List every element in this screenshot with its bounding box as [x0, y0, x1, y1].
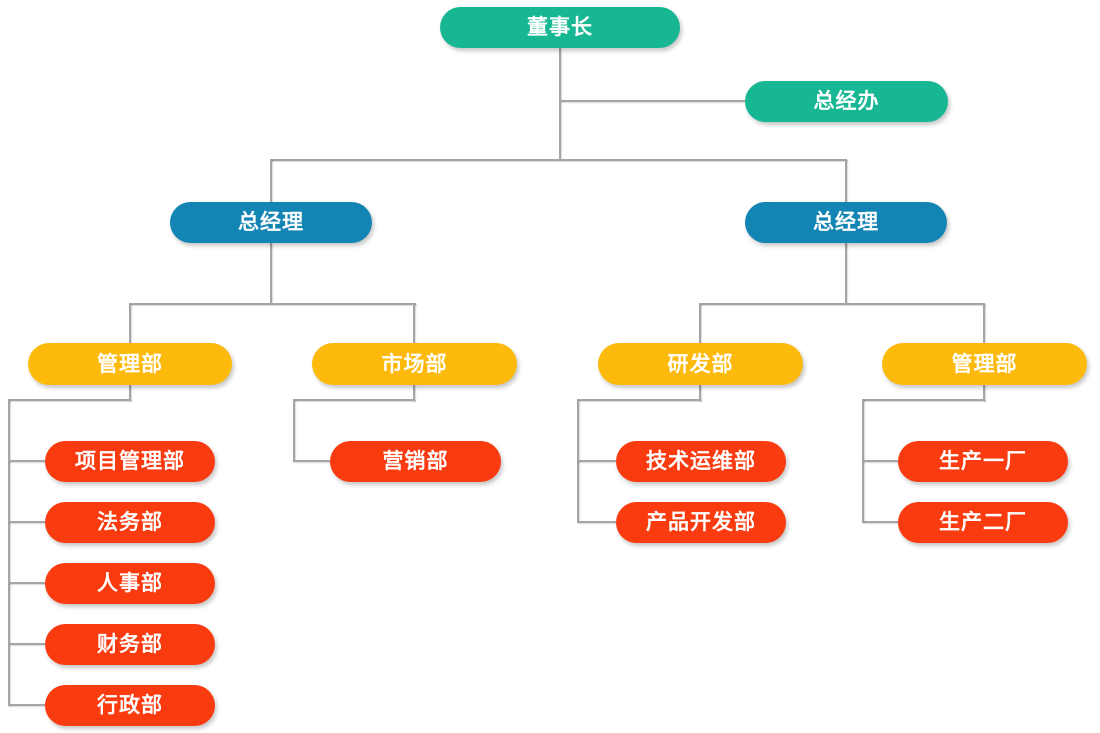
node-dept-mgmt-right-label: 管理部: [951, 351, 1018, 376]
connector-gm-right-stem: [845, 243, 847, 304]
connector-mgmt-right-stem: [983, 385, 985, 401]
connector-gm-left-drop: [270, 159, 272, 202]
node-plant1[interactable]: 生产一厂: [898, 441, 1068, 482]
connector-mgmt-left-rail: [8, 399, 10, 706]
connector-mgmt-left-elbow: [8, 399, 131, 401]
node-tech-ops[interactable]: 技术运维部: [616, 441, 786, 482]
node-admin-label: 行政部: [97, 693, 163, 717]
connector-mgmt-right-elbow: [862, 399, 985, 401]
connector-dept-mgmt-left-drop: [129, 303, 131, 343]
connector-market-elbow: [293, 399, 415, 401]
node-gm-right-label: 总经理: [813, 210, 879, 234]
node-gm-office[interactable]: 总经办: [745, 81, 948, 122]
connector-hr-stub: [8, 582, 45, 584]
node-dept-mgmt-right[interactable]: 管理部: [882, 343, 1087, 385]
node-dept-rd-label: 研发部: [667, 351, 734, 376]
connector-tech-ops-stub: [577, 460, 616, 462]
connector-left-rail: [129, 303, 416, 305]
connector-dept-market-drop: [413, 303, 415, 343]
connector-market-rail: [293, 399, 295, 461]
connector-admin-stub: [8, 704, 45, 706]
connector-product-dev-stub: [577, 521, 616, 523]
node-legal[interactable]: 法务部: [45, 502, 215, 543]
connector-project-mgmt-stub: [8, 460, 45, 462]
connector-mgmt-left-stem: [129, 385, 131, 401]
node-dept-mgmt-left[interactable]: 管理部: [28, 343, 232, 385]
node-marketing[interactable]: 营销部: [330, 441, 501, 482]
connector-legal-stub: [8, 521, 45, 523]
node-finance-label: 财务部: [97, 632, 163, 656]
node-gm-left[interactable]: 总经理: [170, 202, 372, 243]
connector-plant1-stub: [862, 460, 898, 462]
connector-right-rail: [699, 303, 985, 305]
connector-plant2-stub: [862, 521, 898, 523]
node-gm-office-label: 总经办: [813, 89, 880, 113]
node-finance[interactable]: 财务部: [45, 624, 215, 665]
node-chairman[interactable]: 董事长: [440, 7, 680, 48]
node-tech-ops-label: 技术运维部: [646, 449, 756, 473]
node-hr-label: 人事部: [97, 571, 163, 595]
node-chairman-label: 董事长: [527, 15, 593, 39]
node-dept-rd[interactable]: 研发部: [598, 343, 803, 385]
node-marketing-label: 营销部: [382, 449, 449, 473]
connector-dept-mgmt-right-drop: [983, 303, 985, 343]
node-product-dev[interactable]: 产品开发部: [616, 502, 786, 543]
connector-gm-left-stem: [270, 243, 272, 304]
node-plant2-label: 生产二厂: [939, 510, 1027, 534]
node-plant1-label: 生产一厂: [939, 449, 1027, 473]
node-hr[interactable]: 人事部: [45, 563, 215, 604]
connector-finance-stub: [8, 643, 45, 645]
node-gm-left-label: 总经理: [238, 210, 304, 234]
node-dept-market-label: 市场部: [381, 351, 448, 376]
connector-market-stem: [413, 385, 415, 401]
connector-marketing-stub: [293, 460, 330, 462]
node-product-dev-label: 产品开发部: [646, 510, 756, 534]
connector-rd-elbow: [577, 399, 701, 401]
node-gm-right[interactable]: 总经理: [745, 202, 947, 243]
connector-chairman-stem: [559, 48, 561, 160]
connector-level2-rail: [270, 159, 847, 161]
node-project-mgmt-label: 项目管理部: [75, 449, 185, 473]
node-plant2[interactable]: 生产二厂: [898, 502, 1068, 543]
connector-rd-stem: [699, 385, 701, 401]
node-dept-market[interactable]: 市场部: [312, 343, 517, 385]
connector-gm-office-branch: [560, 100, 745, 102]
connector-gm-right-drop: [845, 159, 847, 202]
node-admin[interactable]: 行政部: [45, 685, 215, 726]
node-project-mgmt[interactable]: 项目管理部: [45, 441, 215, 482]
connector-dept-rd-drop: [699, 303, 701, 343]
node-dept-mgmt-left-label: 管理部: [97, 351, 163, 376]
node-legal-label: 法务部: [97, 510, 163, 534]
